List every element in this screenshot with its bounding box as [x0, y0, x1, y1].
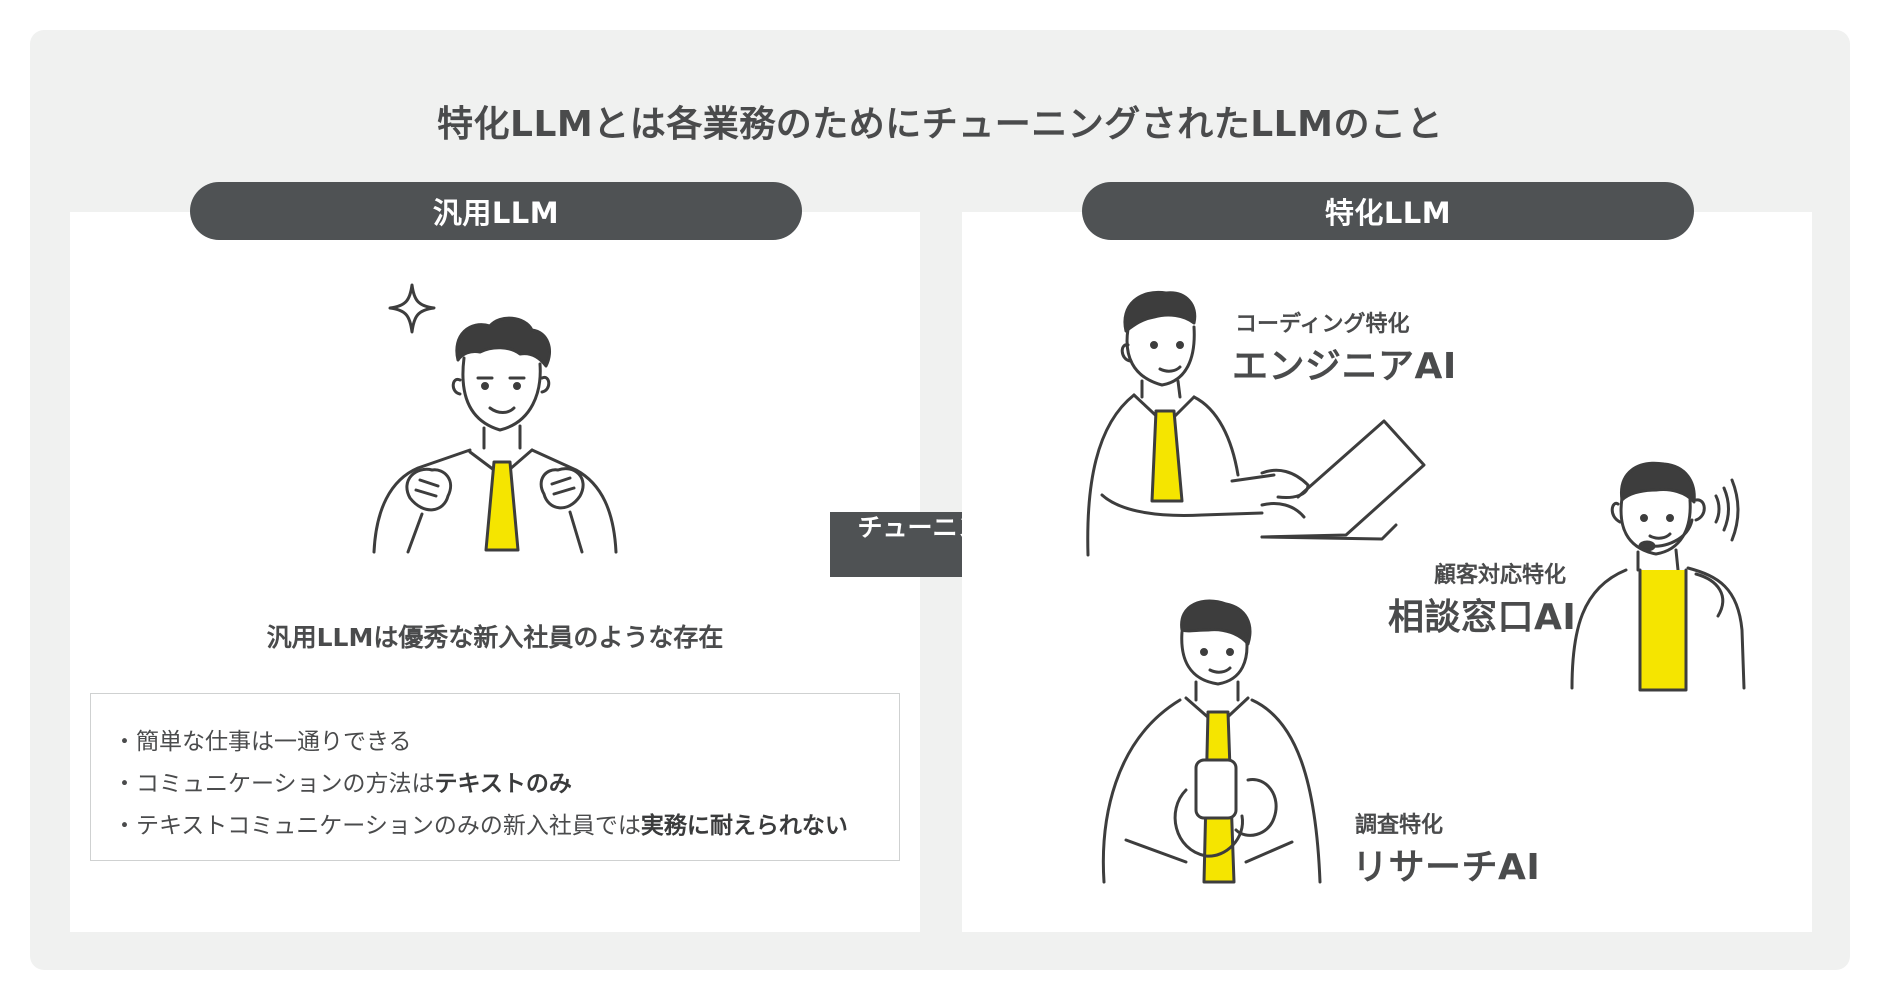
diagram-title: 特化LLMとは各業務のためにチューニングされたLLMのこと	[437, 104, 1443, 145]
engineer-title: エンジニアAI	[1232, 346, 1457, 387]
new-employee-illustration	[360, 280, 630, 580]
list-item: ・簡単な仕事は一通りできる	[113, 729, 412, 755]
support-headset-illustration	[1568, 460, 1768, 695]
general-llm-caption: 汎用LLMは優秀な新入社員のような存在	[266, 623, 724, 652]
engineer-laptop-illustration	[1082, 285, 1432, 560]
support-title: 相談窓口AI	[1388, 597, 1577, 638]
general-llm-bullet-list: ・簡単な仕事は一通りできる ・コミュニケーションの方法はテキストのみ ・テキスト…	[90, 693, 900, 861]
engineer-subtitle: コーディング特化	[1235, 312, 1410, 337]
sparkle-icon	[388, 283, 436, 334]
list-item: ・コミュニケーションの方法はテキストのみ	[113, 771, 572, 797]
research-title: リサーチAI	[1352, 847, 1541, 888]
researcher-phone-illustration	[1096, 599, 1336, 885]
support-subtitle: 顧客対応特化	[1434, 563, 1567, 588]
general-llm-header: 汎用LLM	[190, 182, 802, 240]
list-item: ・テキストコミュニケーションのみの新入社員では実務に耐えられない	[113, 813, 848, 839]
specialized-llm-header: 特化LLM	[1082, 182, 1694, 240]
research-subtitle: 調査特化	[1355, 813, 1444, 838]
